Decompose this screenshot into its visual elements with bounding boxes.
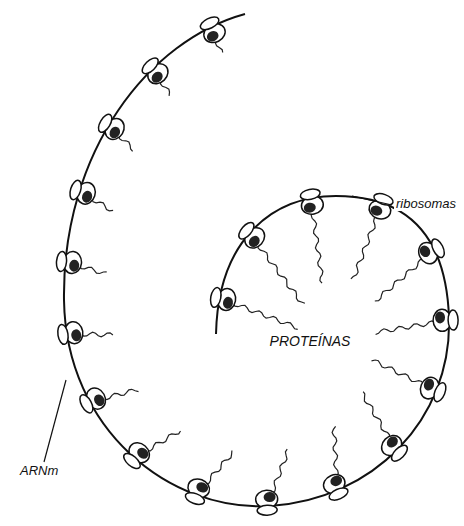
ribosome <box>120 439 153 472</box>
protein-chain <box>92 198 114 211</box>
ribosome <box>56 320 84 346</box>
leader-line <box>44 380 66 462</box>
small-subunit <box>448 310 458 330</box>
small-subunit <box>184 490 206 506</box>
subunit-shading <box>81 190 94 204</box>
subunit-shading <box>195 481 210 495</box>
subunit-shading <box>369 204 384 217</box>
protein-chain <box>119 135 133 151</box>
ribosome <box>77 385 109 416</box>
protein-chain <box>81 332 113 337</box>
protein-chain <box>258 245 305 304</box>
small-subunit <box>77 393 95 415</box>
protein-chain <box>233 303 298 329</box>
mrna-label: ARNm <box>18 464 60 478</box>
subunit-shading <box>222 296 234 310</box>
ribosome <box>321 471 351 503</box>
small-subunit <box>299 188 321 202</box>
small-subunit <box>257 505 277 516</box>
protein-chain <box>376 321 436 335</box>
ribosome <box>139 55 172 88</box>
leader-line <box>352 196 392 205</box>
ribosome <box>183 476 212 507</box>
protein-chain <box>311 212 323 283</box>
small-subunit <box>209 287 223 309</box>
ribosome <box>367 191 396 222</box>
small-subunit <box>236 220 257 242</box>
ribosome <box>56 250 83 274</box>
small-subunit <box>140 55 161 76</box>
small-subunit <box>121 451 143 472</box>
protein-chain <box>363 392 389 439</box>
protein-chain <box>375 259 424 301</box>
protein-chain <box>351 216 377 279</box>
ribosome <box>198 14 229 46</box>
protein-chain <box>79 266 107 274</box>
protein-chain <box>372 360 424 385</box>
small-subunit <box>56 324 69 345</box>
subunit-shading <box>329 474 344 488</box>
ribosome <box>209 286 238 312</box>
small-subunit <box>432 381 449 403</box>
small-subunit <box>56 251 68 272</box>
ribosome <box>298 187 324 216</box>
subunit-shading <box>422 377 436 392</box>
protein-chain <box>205 451 232 485</box>
protein-chain <box>147 431 181 451</box>
small-subunit <box>96 112 115 134</box>
small-subunit <box>429 237 447 259</box>
small-subunit <box>68 179 83 201</box>
protein-chain <box>103 389 138 399</box>
small-subunit <box>389 443 410 464</box>
small-subunit <box>198 14 220 32</box>
subunit-shading <box>92 393 107 408</box>
ribosome <box>433 309 458 332</box>
ribosome <box>235 219 268 252</box>
ribosome <box>255 490 278 516</box>
ribosome <box>417 375 448 405</box>
subunit-shading <box>107 125 122 140</box>
protein-chain <box>272 449 287 493</box>
mrna-strand <box>64 14 449 506</box>
subunit-shading <box>435 311 445 323</box>
ribosome <box>68 178 98 206</box>
small-subunit <box>327 486 349 503</box>
protein-chain <box>332 426 338 476</box>
subunit-shading <box>418 244 432 259</box>
subunit-shading <box>303 202 317 214</box>
subunit-shading <box>263 492 275 503</box>
ribosome <box>95 111 128 143</box>
subunit-shading <box>70 329 82 342</box>
ribosome <box>378 431 411 464</box>
subunit-shading <box>205 29 220 43</box>
subunit-shading <box>69 259 80 272</box>
ribosome <box>415 236 447 267</box>
ribosome-label: ribosomas <box>394 197 458 211</box>
protein-label: PROTEÍNAS <box>268 334 353 349</box>
